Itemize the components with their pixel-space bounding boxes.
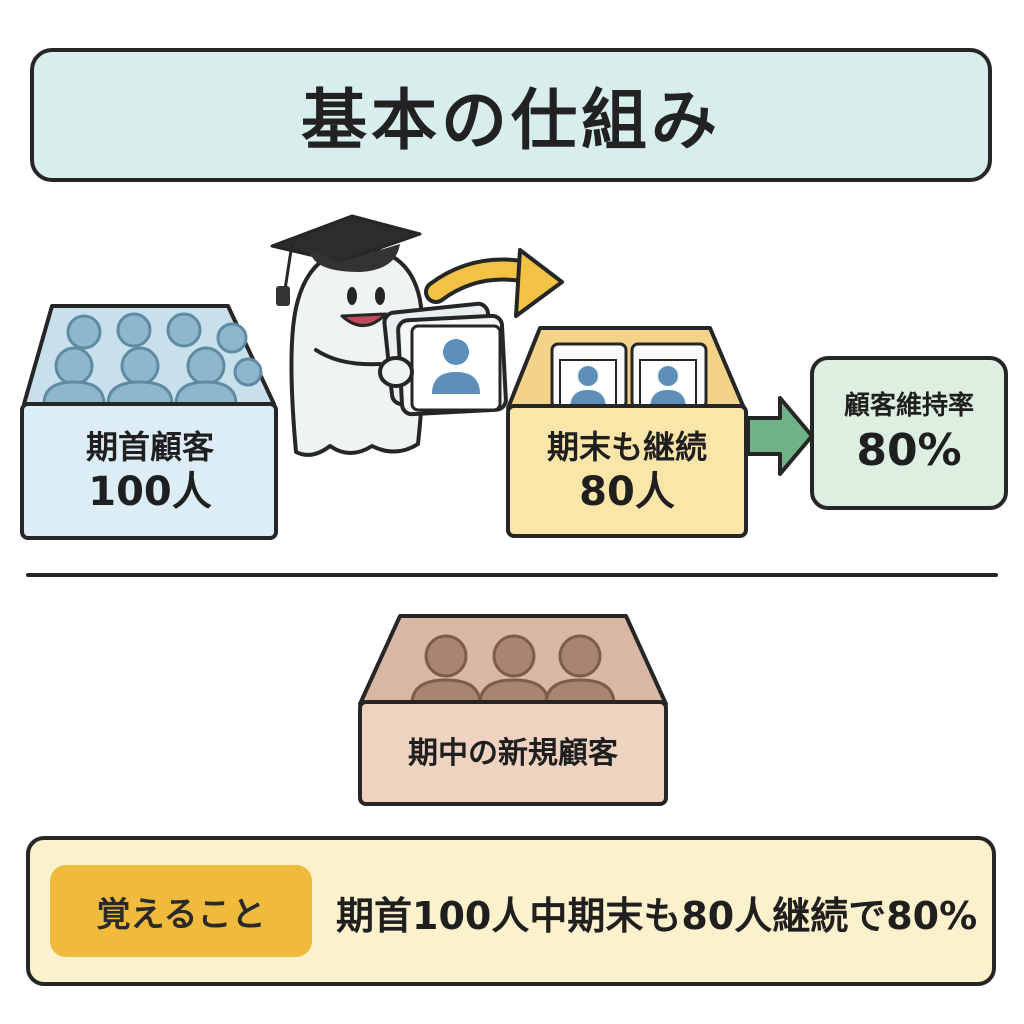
title-banner: 基本の仕組み [30, 48, 992, 182]
retention-rate-box [810, 356, 1008, 510]
end-customer-box [506, 326, 748, 538]
result-arrow-icon [746, 396, 814, 476]
result-box-title: 顧客維持率 [843, 391, 974, 422]
start-box-count: 100人 [88, 469, 212, 515]
result-box-value: 80% [856, 424, 962, 476]
start-customer-box [20, 304, 278, 540]
end-box-label: 期末も継続 80人 [510, 420, 744, 524]
graduate-mascot-icon [270, 214, 426, 457]
page-title: 基本の仕組み [301, 82, 721, 159]
start-box-label: 期首顧客 100人 [26, 420, 274, 524]
end-box-title: 期末も継続 [546, 428, 707, 466]
start-box-title: 期首顧客 [85, 428, 214, 466]
customer-cards-icon [378, 301, 508, 417]
new-box-title: 期中の新規顧客 [408, 736, 618, 772]
new-customer-box [358, 614, 668, 806]
section-divider [26, 573, 998, 577]
end-box-count: 80人 [579, 469, 675, 515]
new-customers-icon [410, 634, 616, 706]
customer-crowd-icon [42, 312, 263, 406]
result-box-label: 顧客維持率 80% [814, 376, 1004, 492]
memo-badge: 覚えること [50, 865, 312, 957]
memo-text: 期首100人中期末も80人継続で80% [336, 893, 978, 938]
new-box-label: 期中の新規顧客 [362, 712, 664, 796]
transfer-arrow-icon [424, 248, 564, 318]
